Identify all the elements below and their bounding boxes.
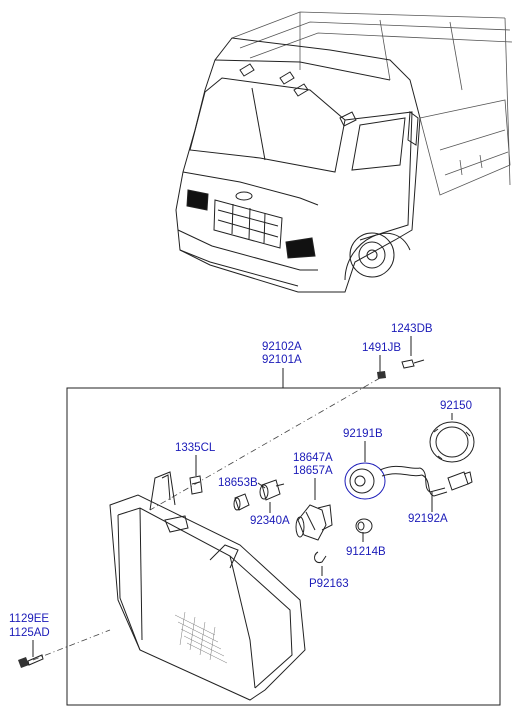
label-1129EE: 1129EE [9, 613, 49, 625]
alignment-line-bottom [32, 629, 111, 661]
label-92150: 92150 [440, 400, 472, 412]
label-92191B: 92191B [343, 428, 383, 440]
label-1125AD: 1125AD [9, 627, 50, 639]
assembly-frame [66, 387, 501, 706]
label-91214B: 91214B [346, 546, 386, 558]
label-92102A: 92102A [262, 341, 302, 353]
label-92101A: 92101A [262, 354, 302, 366]
label-P92163: P92163 [309, 578, 349, 590]
socket-92340A [259, 479, 285, 501]
bolt-1129EE [18, 654, 44, 668]
clip-1335CL [189, 475, 203, 495]
label-1491JB: 1491JB [362, 342, 401, 354]
top-callouts: 92102A 92101A 1243DB 1491JB [262, 323, 433, 388]
alignment-line-top [149, 377, 381, 511]
harness-92192A [419, 467, 473, 497]
ring-92150 [429, 421, 475, 463]
truck-illustration [175, 11, 513, 293]
label-18657A: 18657A [293, 465, 333, 477]
nut-1491JB [377, 371, 386, 379]
headlamp-housing [109, 471, 306, 701]
label-92192A: 92192A [408, 513, 448, 525]
cap-92191B [344, 462, 423, 500]
label-18647A: 18647A [293, 452, 333, 464]
bolt-1243DB [401, 359, 425, 369]
label-18653B: 18653B [218, 477, 258, 489]
label-1243DB: 1243DB [391, 323, 433, 335]
bulb-18647A [295, 504, 333, 541]
grommet-91214B [355, 518, 373, 534]
bulb-18653B [233, 493, 250, 511]
leader-18653B [257, 482, 266, 489]
clip-P92163 [314, 551, 327, 564]
label-1335CL: 1335CL [175, 442, 216, 454]
label-92340A: 92340A [250, 515, 290, 527]
